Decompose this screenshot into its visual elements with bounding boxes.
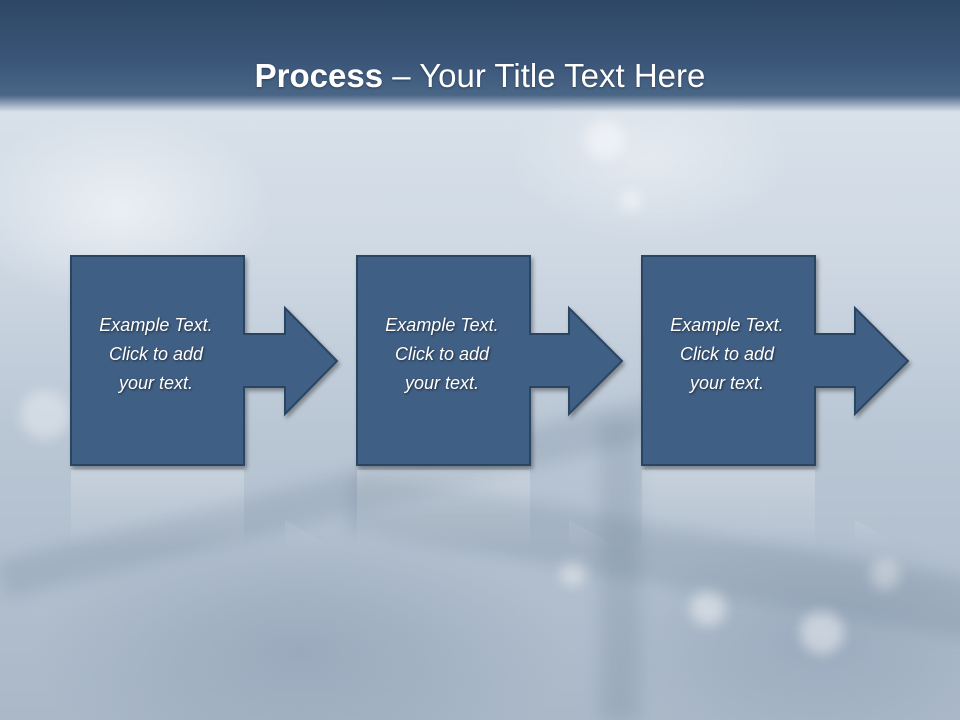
process-step-1[interactable]: Example Text. Click to add your text. xyxy=(70,255,340,470)
step-reflection xyxy=(641,470,911,550)
slide-title[interactable]: Process – Your Title Text Here xyxy=(0,54,960,98)
step-text[interactable]: Example Text. Click to add your text. xyxy=(385,315,499,393)
step-reflection xyxy=(356,470,626,550)
title-bar xyxy=(0,0,960,112)
title-bold-text: Process xyxy=(254,57,384,94)
process-step-3[interactable]: Example Text. Click to add your text. xyxy=(641,255,911,470)
process-step-2[interactable]: Example Text. Click to add your text. xyxy=(356,255,626,470)
arrow-box-shape xyxy=(356,255,624,466)
arrow-box-shape xyxy=(641,255,910,466)
step-text[interactable]: Example Text. Click to add your text. xyxy=(99,315,213,393)
step-text[interactable]: Example Text. Click to add your text. xyxy=(670,315,784,393)
step-reflection xyxy=(70,470,340,550)
arrow-box-shape xyxy=(70,255,339,466)
title-rest-text: – Your Title Text Here xyxy=(383,57,706,94)
